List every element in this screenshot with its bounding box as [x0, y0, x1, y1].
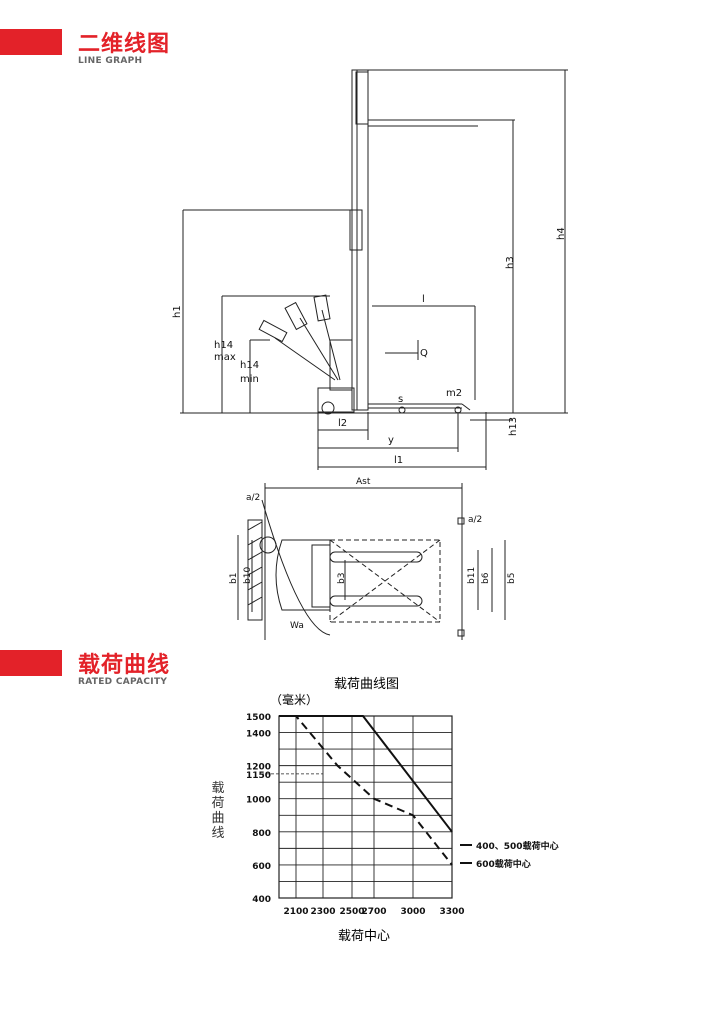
section-accent-bar-2: [0, 650, 62, 676]
dim-q: Q: [420, 348, 428, 359]
dim-a2-right: a/2: [468, 515, 482, 525]
dim-s: s: [398, 394, 403, 405]
dim-l2: l2: [338, 418, 347, 429]
dim-h14-min: h14: [240, 360, 259, 371]
ylabel-char: 载: [211, 781, 224, 796]
y-tick-label: 1200: [246, 763, 271, 773]
dim-b1: b1: [229, 573, 239, 584]
series-line-1: [279, 715, 453, 833]
dim-b11: b11: [467, 567, 477, 584]
y-tick-label: 1000: [246, 796, 271, 806]
x-tick-label: 2500: [339, 907, 364, 917]
chart-frame: [278, 715, 453, 899]
y-tick-label: 1500: [246, 713, 271, 723]
dim-l: l: [422, 294, 425, 305]
dim-h14-max: h14: [214, 340, 233, 351]
dim-max: max: [214, 352, 236, 363]
ylabel-char: 荷: [211, 796, 224, 811]
top-view-drawing: Ast a/2 a/2 b1 b10 b3 b11 b6 b5 Wa: [229, 477, 517, 640]
section-title-rated-capacity: 载荷曲线: [78, 653, 171, 678]
series-line-2: [279, 715, 453, 866]
dim-min: min: [240, 374, 259, 385]
section-accent-bar: [0, 29, 62, 55]
y-tick-label: 600: [252, 862, 271, 872]
chart-legend: 400、500载荷中心 600载荷中心: [460, 840, 559, 870]
side-view-drawing: h1 h14 max h14 min l Q m2 s l2 y l1 h13 …: [172, 69, 568, 470]
y-tick-label: 1400: [246, 730, 271, 740]
y-tick-label: 800: [252, 829, 271, 839]
dim-b5: b5: [507, 573, 517, 584]
y-tick-label: 400: [252, 895, 271, 905]
chart-xlabel: 载荷中心: [338, 929, 390, 944]
dim-a2-left: a/2: [246, 493, 260, 503]
x-tick-label: 2300: [310, 907, 335, 917]
chart-ylabel: 载荷曲线: [211, 781, 224, 841]
chart-grid: [261, 715, 453, 899]
dim-h3: h3: [505, 256, 516, 269]
dim-l1: l1: [394, 455, 403, 466]
dim-h1: h1: [172, 305, 183, 318]
dim-m2: m2: [446, 388, 462, 399]
dim-h13: h13: [508, 417, 519, 436]
ylabel-char: 线: [211, 826, 224, 841]
section-subtitle-line-graph: LINE GRAPH: [78, 56, 143, 66]
dim-ast: Ast: [356, 477, 371, 487]
section-title-line-graph: 二维线图: [78, 32, 171, 57]
x-tick-label: 2700: [361, 907, 386, 917]
legend-label-1: 400、500载荷中心: [476, 840, 559, 852]
y-tick-label: 1150: [246, 771, 271, 781]
dim-b10: b10: [243, 567, 253, 584]
x-tick-label: 2100: [283, 907, 308, 917]
x-tick-label: 3000: [400, 907, 425, 917]
dim-b3: b3: [337, 573, 347, 584]
section-subtitle-rated-capacity: RATED CAPACITY: [78, 677, 168, 687]
x-tick-label: 3300: [439, 907, 464, 917]
dim-b6: b6: [481, 572, 491, 584]
dim-h4: h4: [556, 227, 567, 240]
dim-wa: Wa: [290, 621, 304, 631]
chart-series: [279, 715, 453, 866]
dim-y: y: [388, 435, 394, 446]
chart-title: 载荷曲线图: [334, 677, 399, 692]
legend-label-2: 600载荷中心: [476, 858, 531, 870]
ylabel-char: 曲: [211, 811, 224, 826]
chart-unit-label: （毫米）: [270, 692, 318, 707]
